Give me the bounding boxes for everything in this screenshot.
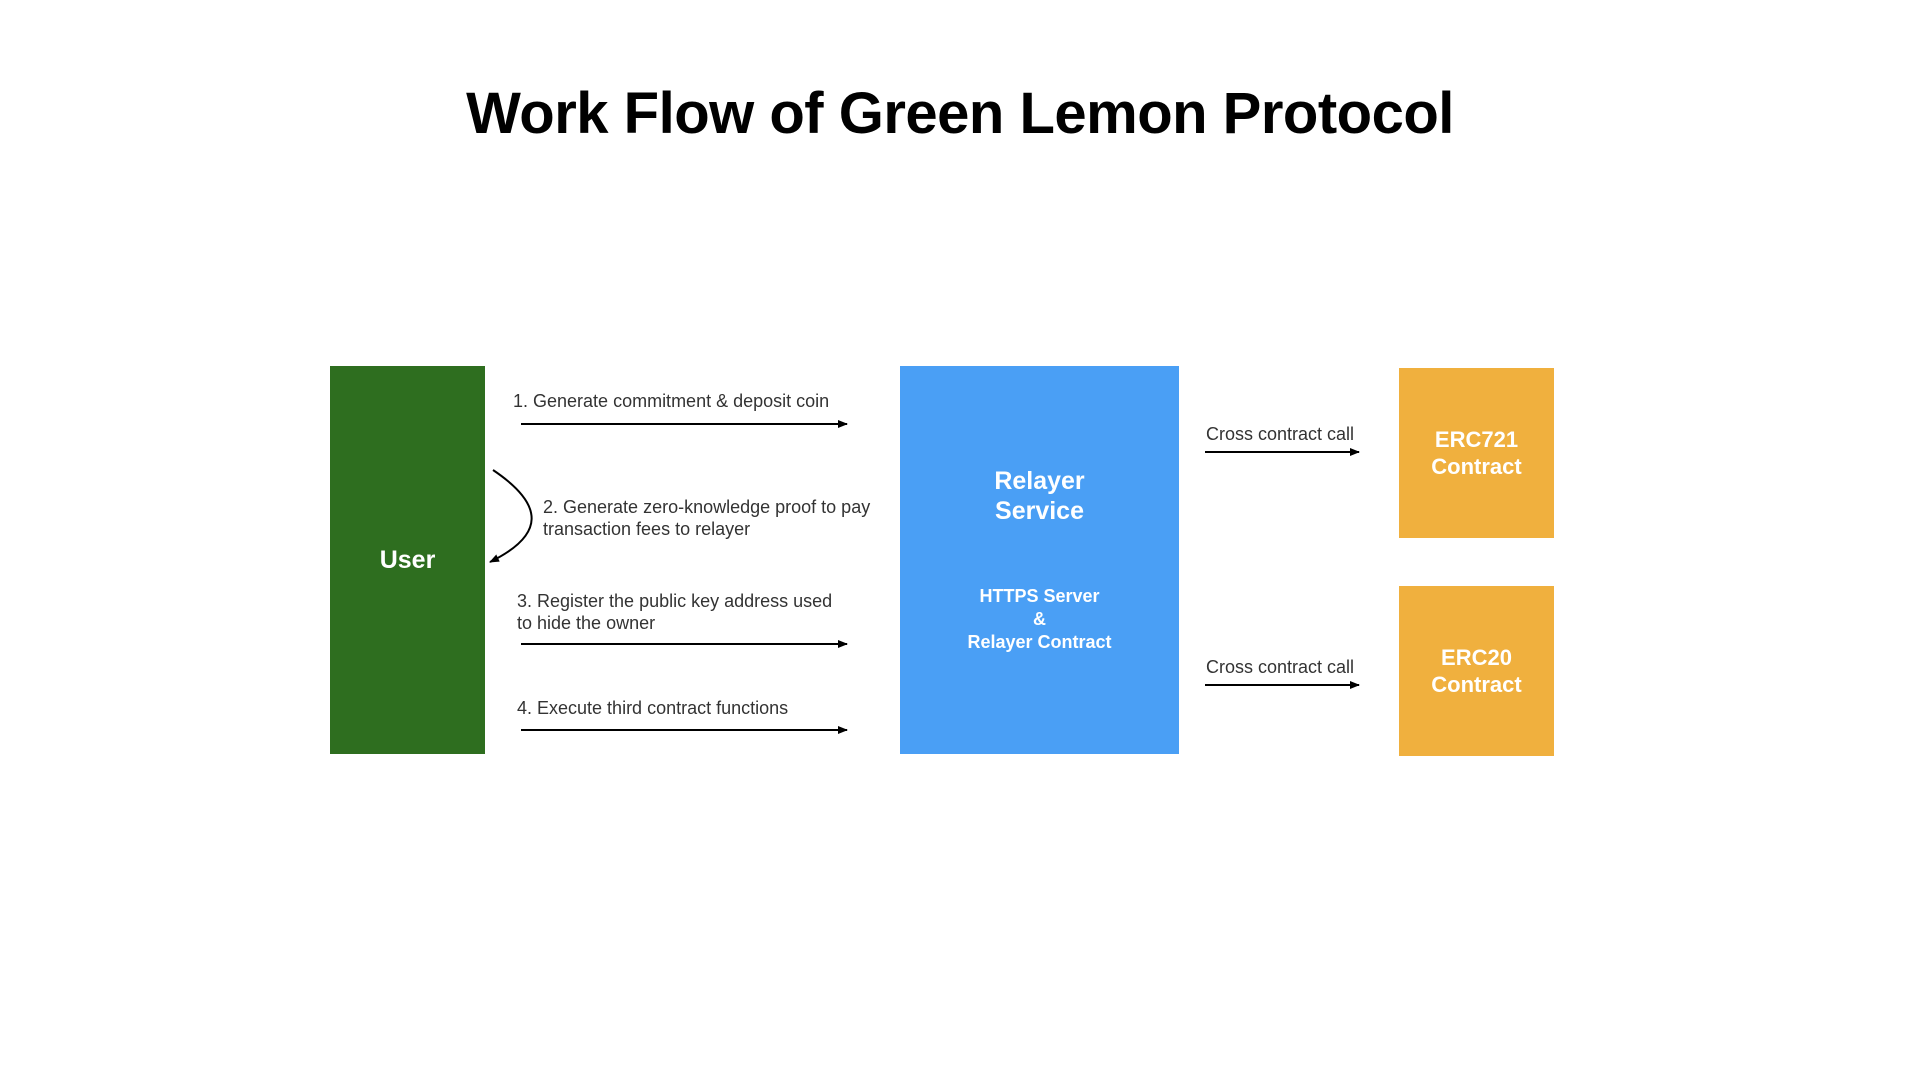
- cross-call-erc20-label: Cross contract call: [1206, 657, 1355, 677]
- relayer-service-subtitle: HTTPS Server & Relayer Contract: [967, 586, 1112, 652]
- erc20-contract-label: ERC20 Contract: [1431, 645, 1522, 697]
- step-2-label: 2. Generate zero-knowledge proof to pay …: [543, 497, 871, 539]
- relayer-service-node: Relayer Service HTTPS Server & Relayer C…: [900, 366, 1179, 754]
- step-3-label: 3. Register the public key address used …: [517, 591, 833, 633]
- cross-call-erc721-label: Cross contract call: [1206, 424, 1355, 444]
- user-node: User: [330, 366, 485, 754]
- step-1-label: 1. Generate commitment & deposit coin: [513, 391, 830, 411]
- erc721-contract-label: ERC721 Contract: [1431, 427, 1522, 479]
- step-2-curved-arrow: [489, 469, 533, 563]
- relayer-service-title: Relayer Service: [994, 467, 1085, 525]
- step-4-label: 4. Execute third contract functions: [517, 698, 789, 718]
- user-node-label: User: [379, 545, 436, 574]
- erc20-contract-node: ERC20 Contract: [1399, 586, 1554, 756]
- erc721-contract-node: ERC721 Contract: [1399, 368, 1554, 538]
- diagram-title: Work Flow of Green Lemon Protocol: [466, 81, 1454, 146]
